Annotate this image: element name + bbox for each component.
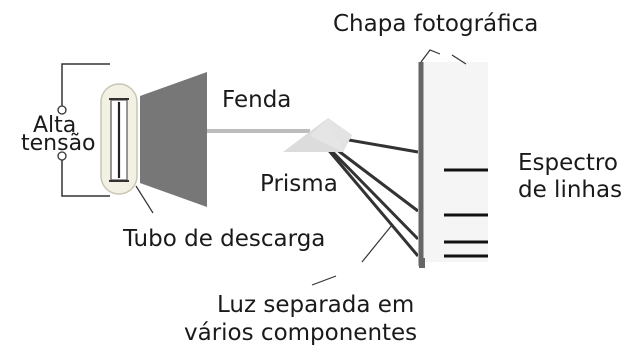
spectral-lines xyxy=(444,168,488,258)
spectrum-label-line1: Espectro xyxy=(518,150,618,176)
discharge-tube xyxy=(100,83,138,195)
plate-label: Chapa fotográfica xyxy=(333,11,538,37)
slit-label: Fenda xyxy=(222,87,291,113)
voltage-label-line2: tensão xyxy=(21,131,96,156)
spectrum-label-line2: de linhas xyxy=(518,177,622,203)
high-voltage-circuit xyxy=(61,63,110,197)
circuit-terminals xyxy=(57,105,67,161)
leader-lines xyxy=(135,49,467,286)
prism-label: Prisma xyxy=(260,171,338,197)
tube-label: Tubo de descarga xyxy=(122,226,325,252)
prism xyxy=(283,118,352,152)
photographic-plate xyxy=(418,62,488,268)
slit-screen xyxy=(140,72,207,207)
voltage-label-line1: Alta xyxy=(33,113,76,138)
light-label-line2: vários componentes xyxy=(184,320,417,346)
light-label-line1: Luz separada em xyxy=(217,292,414,318)
